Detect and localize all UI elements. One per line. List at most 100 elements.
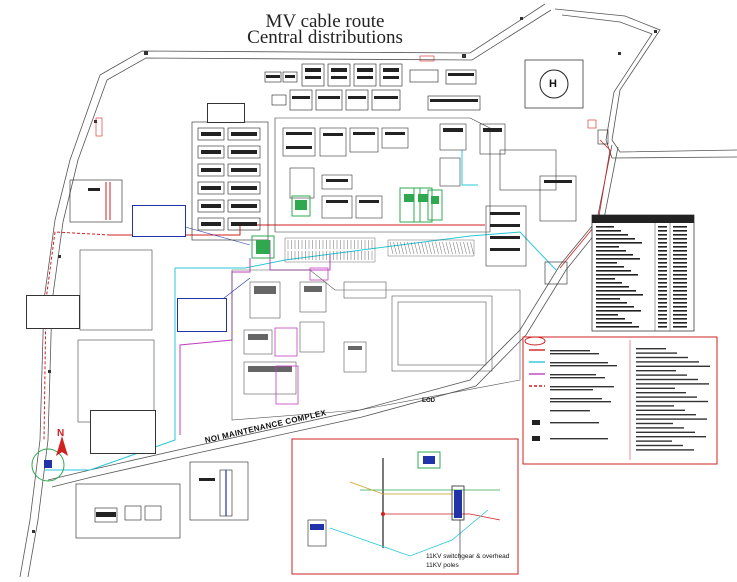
notes-text-line — [550, 422, 599, 424]
notes-text-line — [636, 431, 695, 433]
legend-row-text — [673, 286, 687, 288]
parking-stripes — [287, 240, 474, 260]
legend-row-text — [658, 266, 667, 268]
callout-aerial-south — [90, 410, 156, 454]
legend-row-text — [673, 302, 687, 304]
notes-text-line — [636, 396, 697, 398]
cable-route-cyan-south — [45, 268, 176, 471]
north-buildings — [264, 55, 481, 111]
legend-row-text — [596, 258, 640, 260]
notes-box — [522, 336, 718, 465]
legend-row-text — [596, 298, 620, 300]
notes-text-line — [550, 377, 605, 379]
cable-route-cyan-east — [461, 150, 478, 186]
notes-lines — [550, 348, 710, 451]
notes-text-line — [550, 438, 608, 440]
notes-text-line — [636, 348, 666, 350]
legend-row-text — [596, 242, 642, 244]
legend-row-text — [658, 262, 667, 264]
legend-row-text — [673, 294, 687, 296]
legend-row-text — [673, 326, 687, 328]
parking-stripe — [442, 241, 446, 255]
parking-stripe — [414, 241, 418, 255]
notes-text-line — [636, 440, 672, 442]
notes-text-line — [636, 352, 677, 354]
notes-text-line — [636, 378, 698, 381]
central-yard — [274, 117, 577, 267]
legend-row-text — [596, 322, 632, 324]
legend-row-text — [596, 286, 629, 288]
legend-row-text — [658, 314, 667, 316]
notes-text-line — [636, 365, 710, 367]
notes-text-line — [636, 444, 683, 447]
parking-stripe — [403, 241, 408, 255]
cable-route-east — [559, 139, 611, 269]
legend-row-text — [596, 278, 615, 280]
legend-row-text — [658, 290, 667, 292]
detail-sketch-fills — [88, 188, 215, 517]
legend-row-text — [673, 310, 687, 312]
notes-text-line — [636, 383, 709, 385]
notes-text-line — [550, 386, 614, 388]
legend-row-text — [673, 234, 687, 236]
cable-route-magenta — [179, 258, 251, 435]
heliport-label: H — [549, 78, 557, 90]
legend-row-text — [658, 302, 667, 304]
legend-row-text — [596, 250, 626, 252]
callout-feeder-south — [177, 298, 227, 332]
north-arrow — [31, 436, 68, 482]
drawing-title: MV cable route — [265, 11, 385, 32]
notes-text-line — [636, 387, 675, 389]
north-label: N — [57, 428, 65, 439]
notes-text-line — [550, 389, 593, 391]
maintenance-complex — [231, 269, 521, 421]
parking-stripe — [428, 241, 432, 255]
legend-row-text — [596, 274, 638, 276]
notes-text-line — [550, 398, 602, 400]
west-bay-fills — [201, 132, 257, 226]
legend-row-text — [596, 318, 625, 320]
parking-stripe — [400, 241, 404, 255]
legend-row-text — [658, 282, 667, 284]
legend-row-text — [658, 294, 667, 296]
legend-row-text — [658, 254, 667, 256]
notes-text-line — [550, 401, 611, 403]
callout-feeder-north — [132, 205, 186, 237]
parking-stripe — [396, 241, 401, 255]
parking-stripe — [459, 241, 464, 255]
notes-text-line — [550, 350, 590, 352]
inset-detail — [291, 438, 519, 575]
legend-row-text — [673, 238, 687, 240]
legend-row-text — [658, 286, 667, 288]
parking-stripe — [389, 241, 394, 255]
legend-row-text — [658, 306, 667, 308]
parking-stripe — [456, 241, 460, 255]
legend-row-text — [596, 290, 636, 292]
notes-text-line — [636, 361, 699, 363]
callout-building-labels — [207, 103, 245, 123]
legend-row-text — [658, 326, 667, 328]
parking-stripe — [417, 241, 422, 255]
legend-row-text — [658, 298, 667, 300]
legend-row-text — [596, 254, 633, 256]
legend-rows — [596, 226, 687, 328]
heliport-icon — [539, 69, 569, 99]
notes-text-line — [636, 400, 708, 403]
east-junction — [95, 117, 609, 285]
parking-stripe — [424, 241, 429, 255]
legend-row-text — [673, 230, 687, 232]
legend-row-text — [596, 270, 631, 272]
legend-row-text — [658, 234, 667, 236]
drawing-subtitle: Central distributions — [247, 27, 403, 48]
legend-row-text — [658, 238, 667, 240]
parking-stripe — [470, 241, 474, 255]
legend-row-text — [658, 242, 667, 244]
notes-text-line — [550, 365, 617, 367]
legend-row-text — [673, 314, 687, 316]
legend-row-text — [658, 322, 667, 324]
central-yard-fills — [286, 128, 572, 251]
legend-row-text — [596, 302, 627, 304]
heliport — [524, 59, 584, 109]
